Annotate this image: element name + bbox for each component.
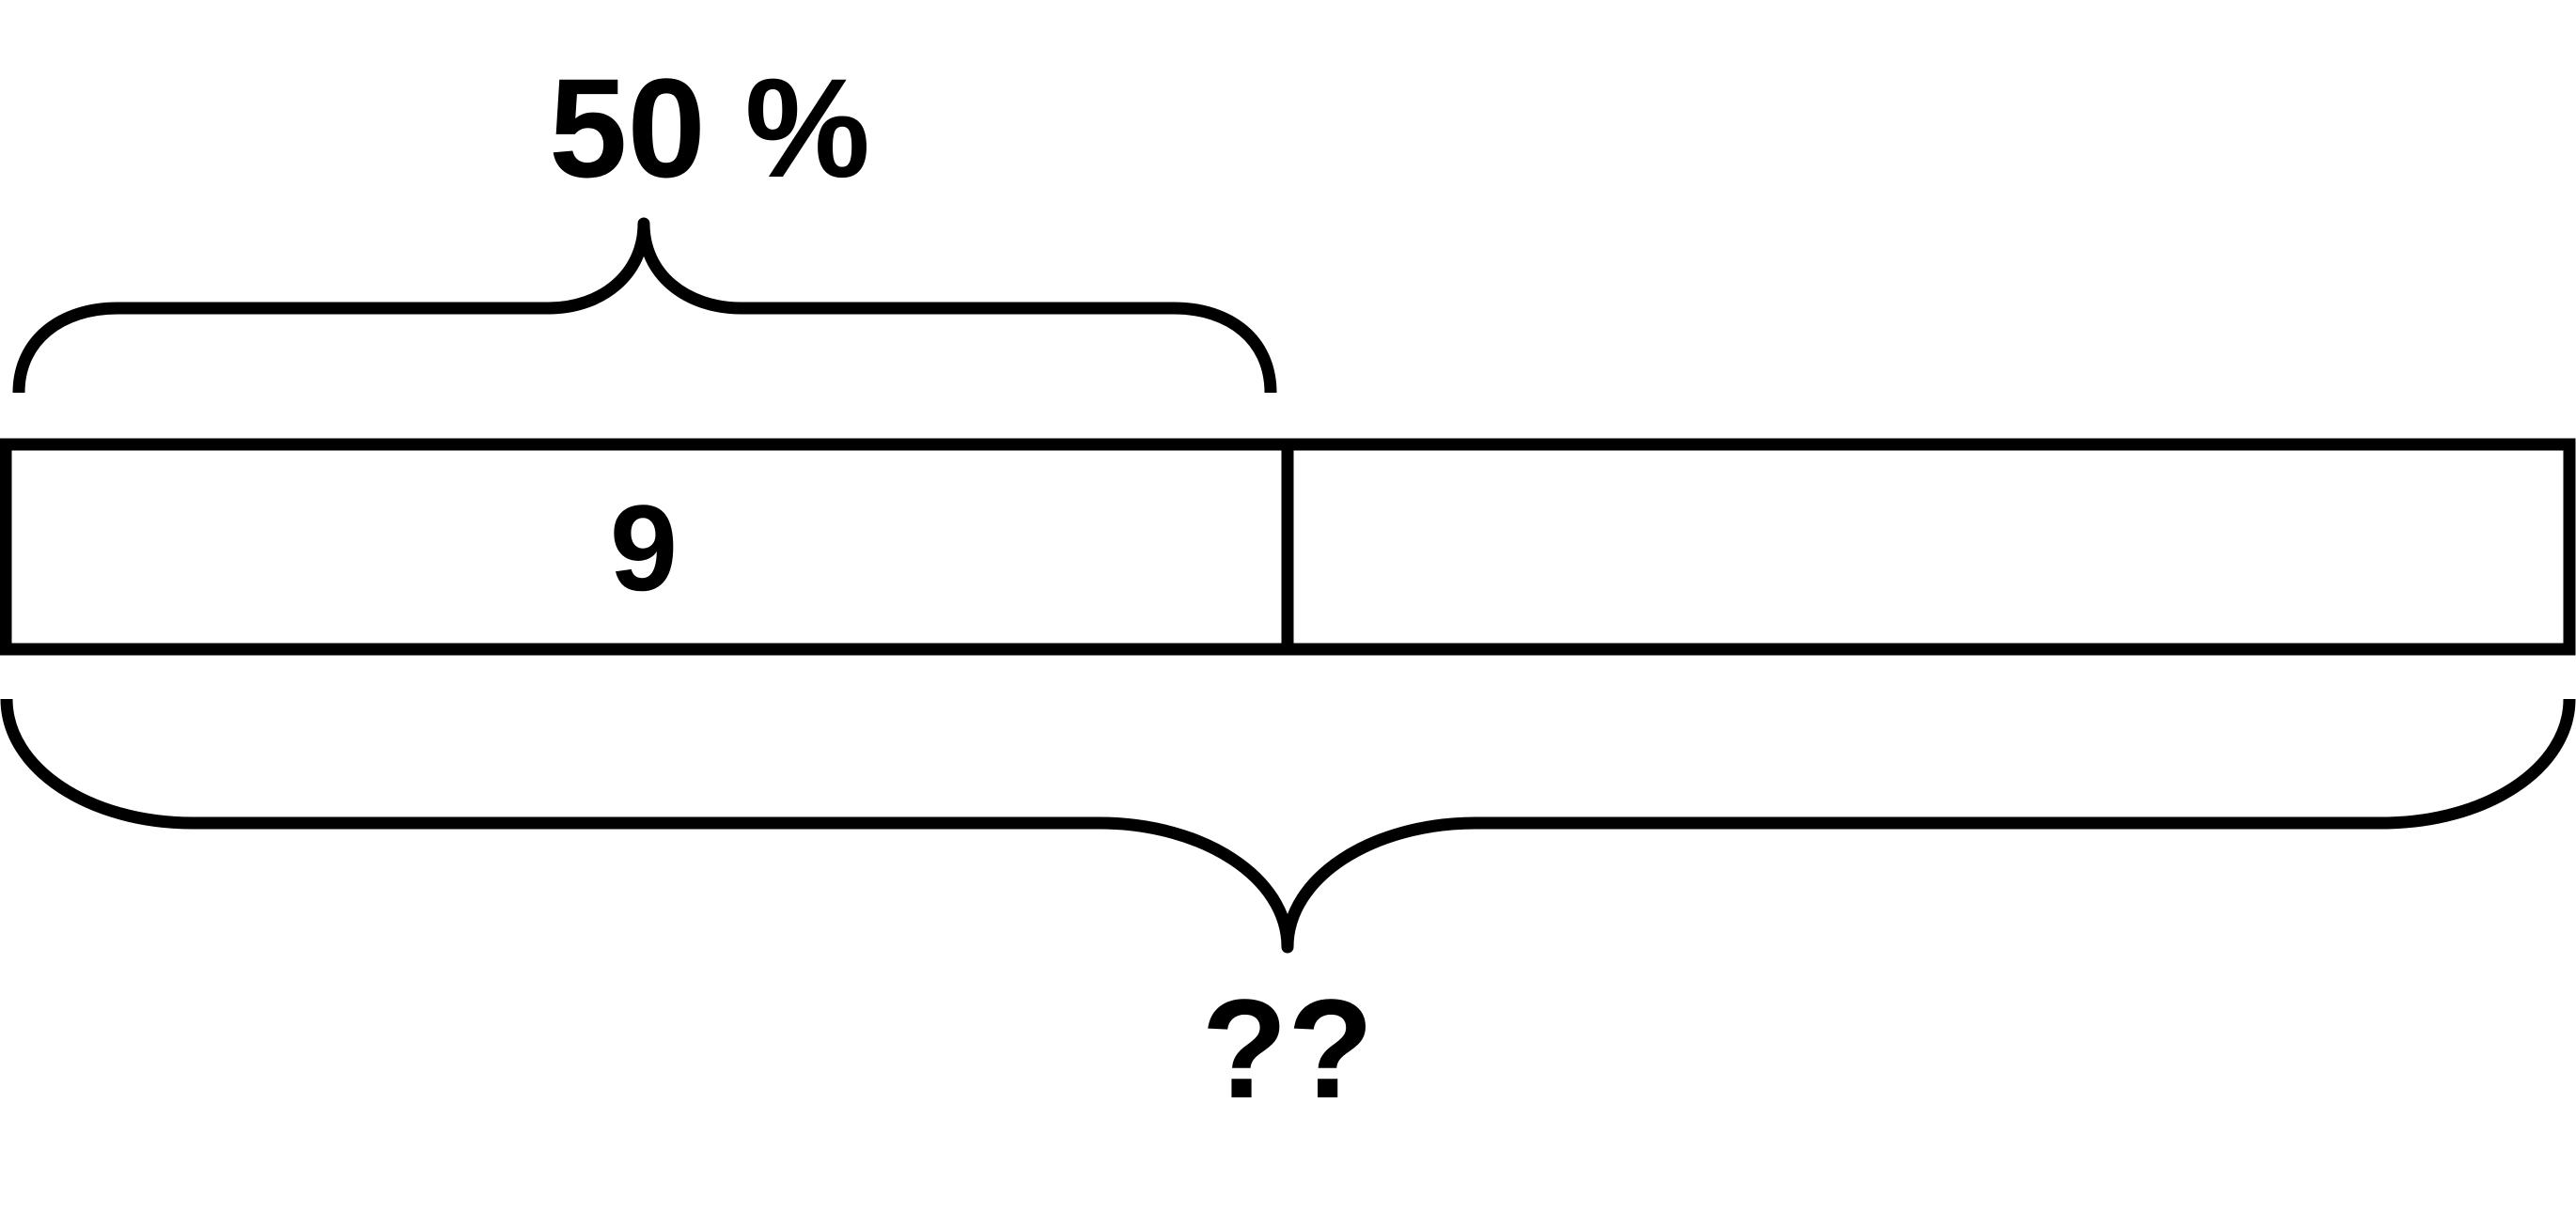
- top-brace: [12, 217, 1277, 394]
- top-percent-label: 50 %: [549, 49, 870, 207]
- segment-value-label: 9: [610, 479, 678, 616]
- bottom-brace: [0, 698, 2576, 954]
- bottom-unknown-label: ??: [1201, 970, 1373, 1127]
